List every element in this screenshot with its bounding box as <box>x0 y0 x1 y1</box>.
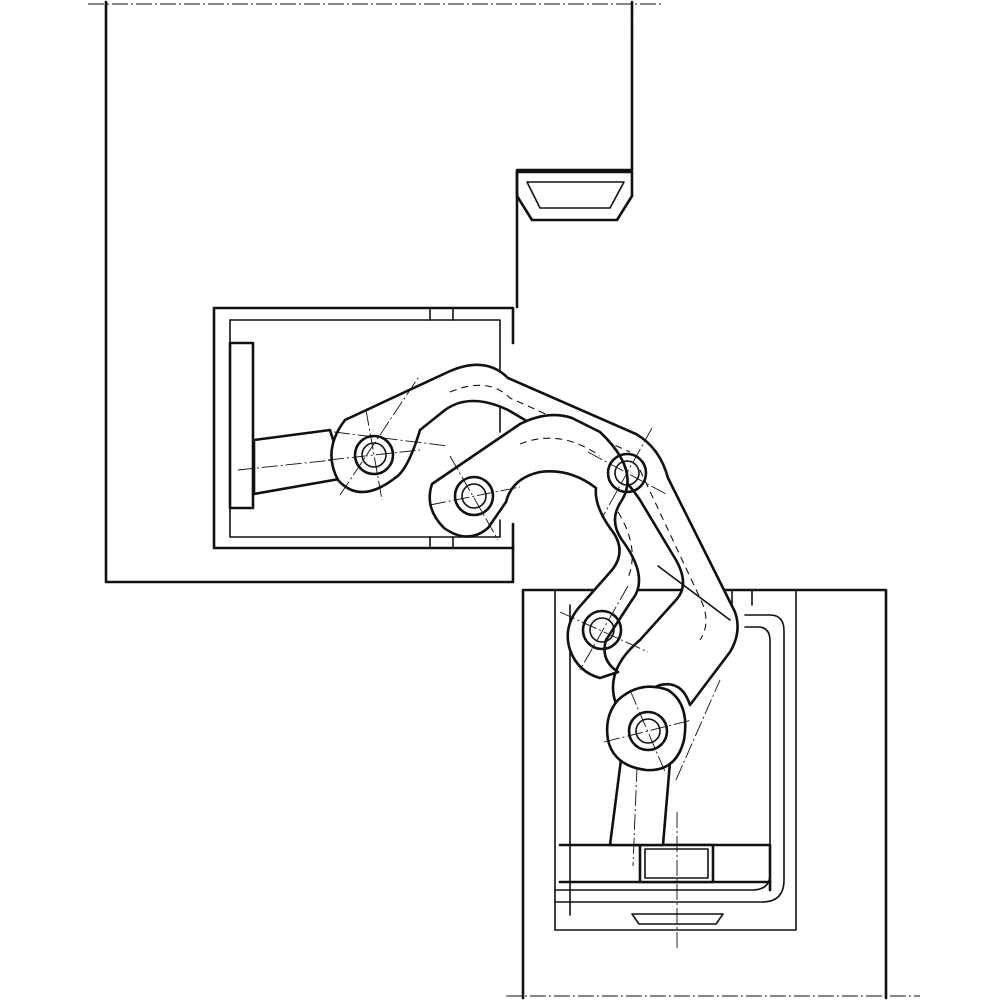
lower-guide-bar <box>608 741 672 867</box>
secondary-hinge-arm <box>428 413 641 680</box>
pivot-pin-center-left <box>429 455 521 541</box>
pivot-pin-center-right <box>559 585 649 671</box>
upper-hinge-housing <box>212 306 515 550</box>
lower-pivot-lobe <box>605 685 687 772</box>
strike-plate <box>515 170 634 222</box>
pivot-pin-upper-left <box>327 374 449 501</box>
door-leaf <box>88 0 662 584</box>
main-hinge-arm <box>330 363 739 707</box>
pivot-pin-lower <box>603 679 721 781</box>
pivot-pin-upper-right <box>587 427 667 519</box>
